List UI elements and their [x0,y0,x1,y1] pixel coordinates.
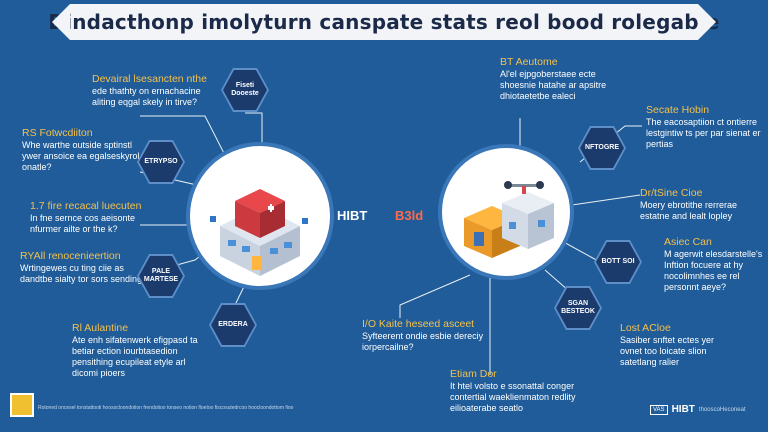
right-hub-circle [442,148,570,276]
info-block-heading: RS Fotwcdiiton [22,127,93,139]
info-block-text: Al'el ejpgoberstaee ecte shoesnie hatahe… [500,69,607,101]
info-block-left-4: RYAll renocenieertion Wrtingewes cu ting… [20,250,145,285]
connector-line [140,115,231,166]
info-block-right-1: BT Aeutome Al'el ejpgoberstaee ecte shoe… [500,56,610,102]
info-block-heading: Rl Aulantine [72,322,129,334]
info-block-text: Whe warthe outside sptinstl ywer ansoice… [22,140,140,172]
info-block-text: Syfteerent ondie esbie dereciy iorpercai… [362,331,484,352]
center-label-right: B3ld [395,208,424,223]
info-block-right-2: Secate Hobin The eacosaptiion ct ontierr… [646,104,761,150]
info-block-heading: Lost ACloe [620,322,671,334]
brand-box: VAS [650,404,668,415]
title-banner: Dindacthonp imolyturn canspate stats reo… [48,4,719,40]
connector-line [559,239,601,263]
info-block-left-3: 1.7 fire recacal luecuten In fne sernce … [30,200,160,235]
info-block-heading: Devairal lsesancten nthe [92,73,207,85]
connector-line [571,194,641,206]
info-block-right-3: Dr/tSine Cioe Moery ebrotithe rerrerae e… [640,187,760,222]
info-block-text: Sasiber snftet ectes yer ovnet too loica… [620,335,715,367]
center-label-left: HIBT [337,208,368,223]
corner-logo [10,393,34,417]
info-block-text: Moery ebrotithe rerrerae estatne and lea… [640,200,738,221]
info-block-text: The eacosaptiion ct ontierre lestgintiw … [646,117,761,149]
info-block-left-2: RS Fotwcdiiton Whe warthe outside sptins… [22,127,147,173]
info-block-text: Ate enh sifatenwerk efigpasd ta betiar e… [72,335,198,378]
connector-line [399,274,471,318]
info-block-text: M agerwit elesdarstelle's Inftion focuer… [664,249,763,292]
brand-footer: VAS HIBT thooscoHeconeat [650,404,746,415]
info-block-heading: RYAll renocenieertion [20,250,121,262]
info-block-text: ede thathty on ernachacine aliting eqgal… [92,86,201,107]
hospital-building-icon [210,189,308,276]
info-block-left-5: Rl Aulantine Ate enh sifatenwerk efigpas… [72,322,202,379]
brand-tagline: thooscoHeconeat [698,406,746,413]
info-block-text: Wrtingewes cu ting ciie as dandtbe sialt… [20,263,143,284]
clinic-building-icon [464,181,554,258]
info-block-heading: Etiam Dor [450,368,497,380]
info-block-heading: Dr/tSine Cioe [640,187,703,199]
info-block-text: In fne sernce cos aeisonte nfurmer ailte… [30,213,136,234]
brand-name: HIBT [671,404,695,415]
info-block-left-1: Devairal lsesancten nthe ede thathty on … [92,73,212,108]
info-block-heading: Secate Hobin [646,104,710,116]
page-title: Dindacthonp imolyturn canspate stats reo… [48,10,720,34]
info-block-heading: 1.7 fire recacal luecuten [30,200,142,212]
footer-note: Rotoned oncesel tonstattooti hoosocloond… [38,405,294,411]
info-block-heading: I/O Kaite heseed asceet [362,318,475,330]
info-block-heading: Asiec Can [664,236,712,248]
info-block-right-5: Lost ACloe Sasiber snftet ectes yer ovne… [620,322,730,368]
info-block-bottom-1: I/O Kaite heseed asceet Syfteerent ondie… [362,318,492,353]
info-block-text: It htel volsto e ssonattal conger conter… [450,381,576,413]
info-block-bottom-2: Etiam Dor It htel volsto e ssonattal con… [450,368,590,414]
left-hub-circle [190,146,330,286]
info-block-right-4: Asiec Can M agerwit elesdarstelle's Inft… [664,236,764,293]
connector-line [245,112,263,150]
info-block-heading: BT Aeutome [500,56,558,68]
